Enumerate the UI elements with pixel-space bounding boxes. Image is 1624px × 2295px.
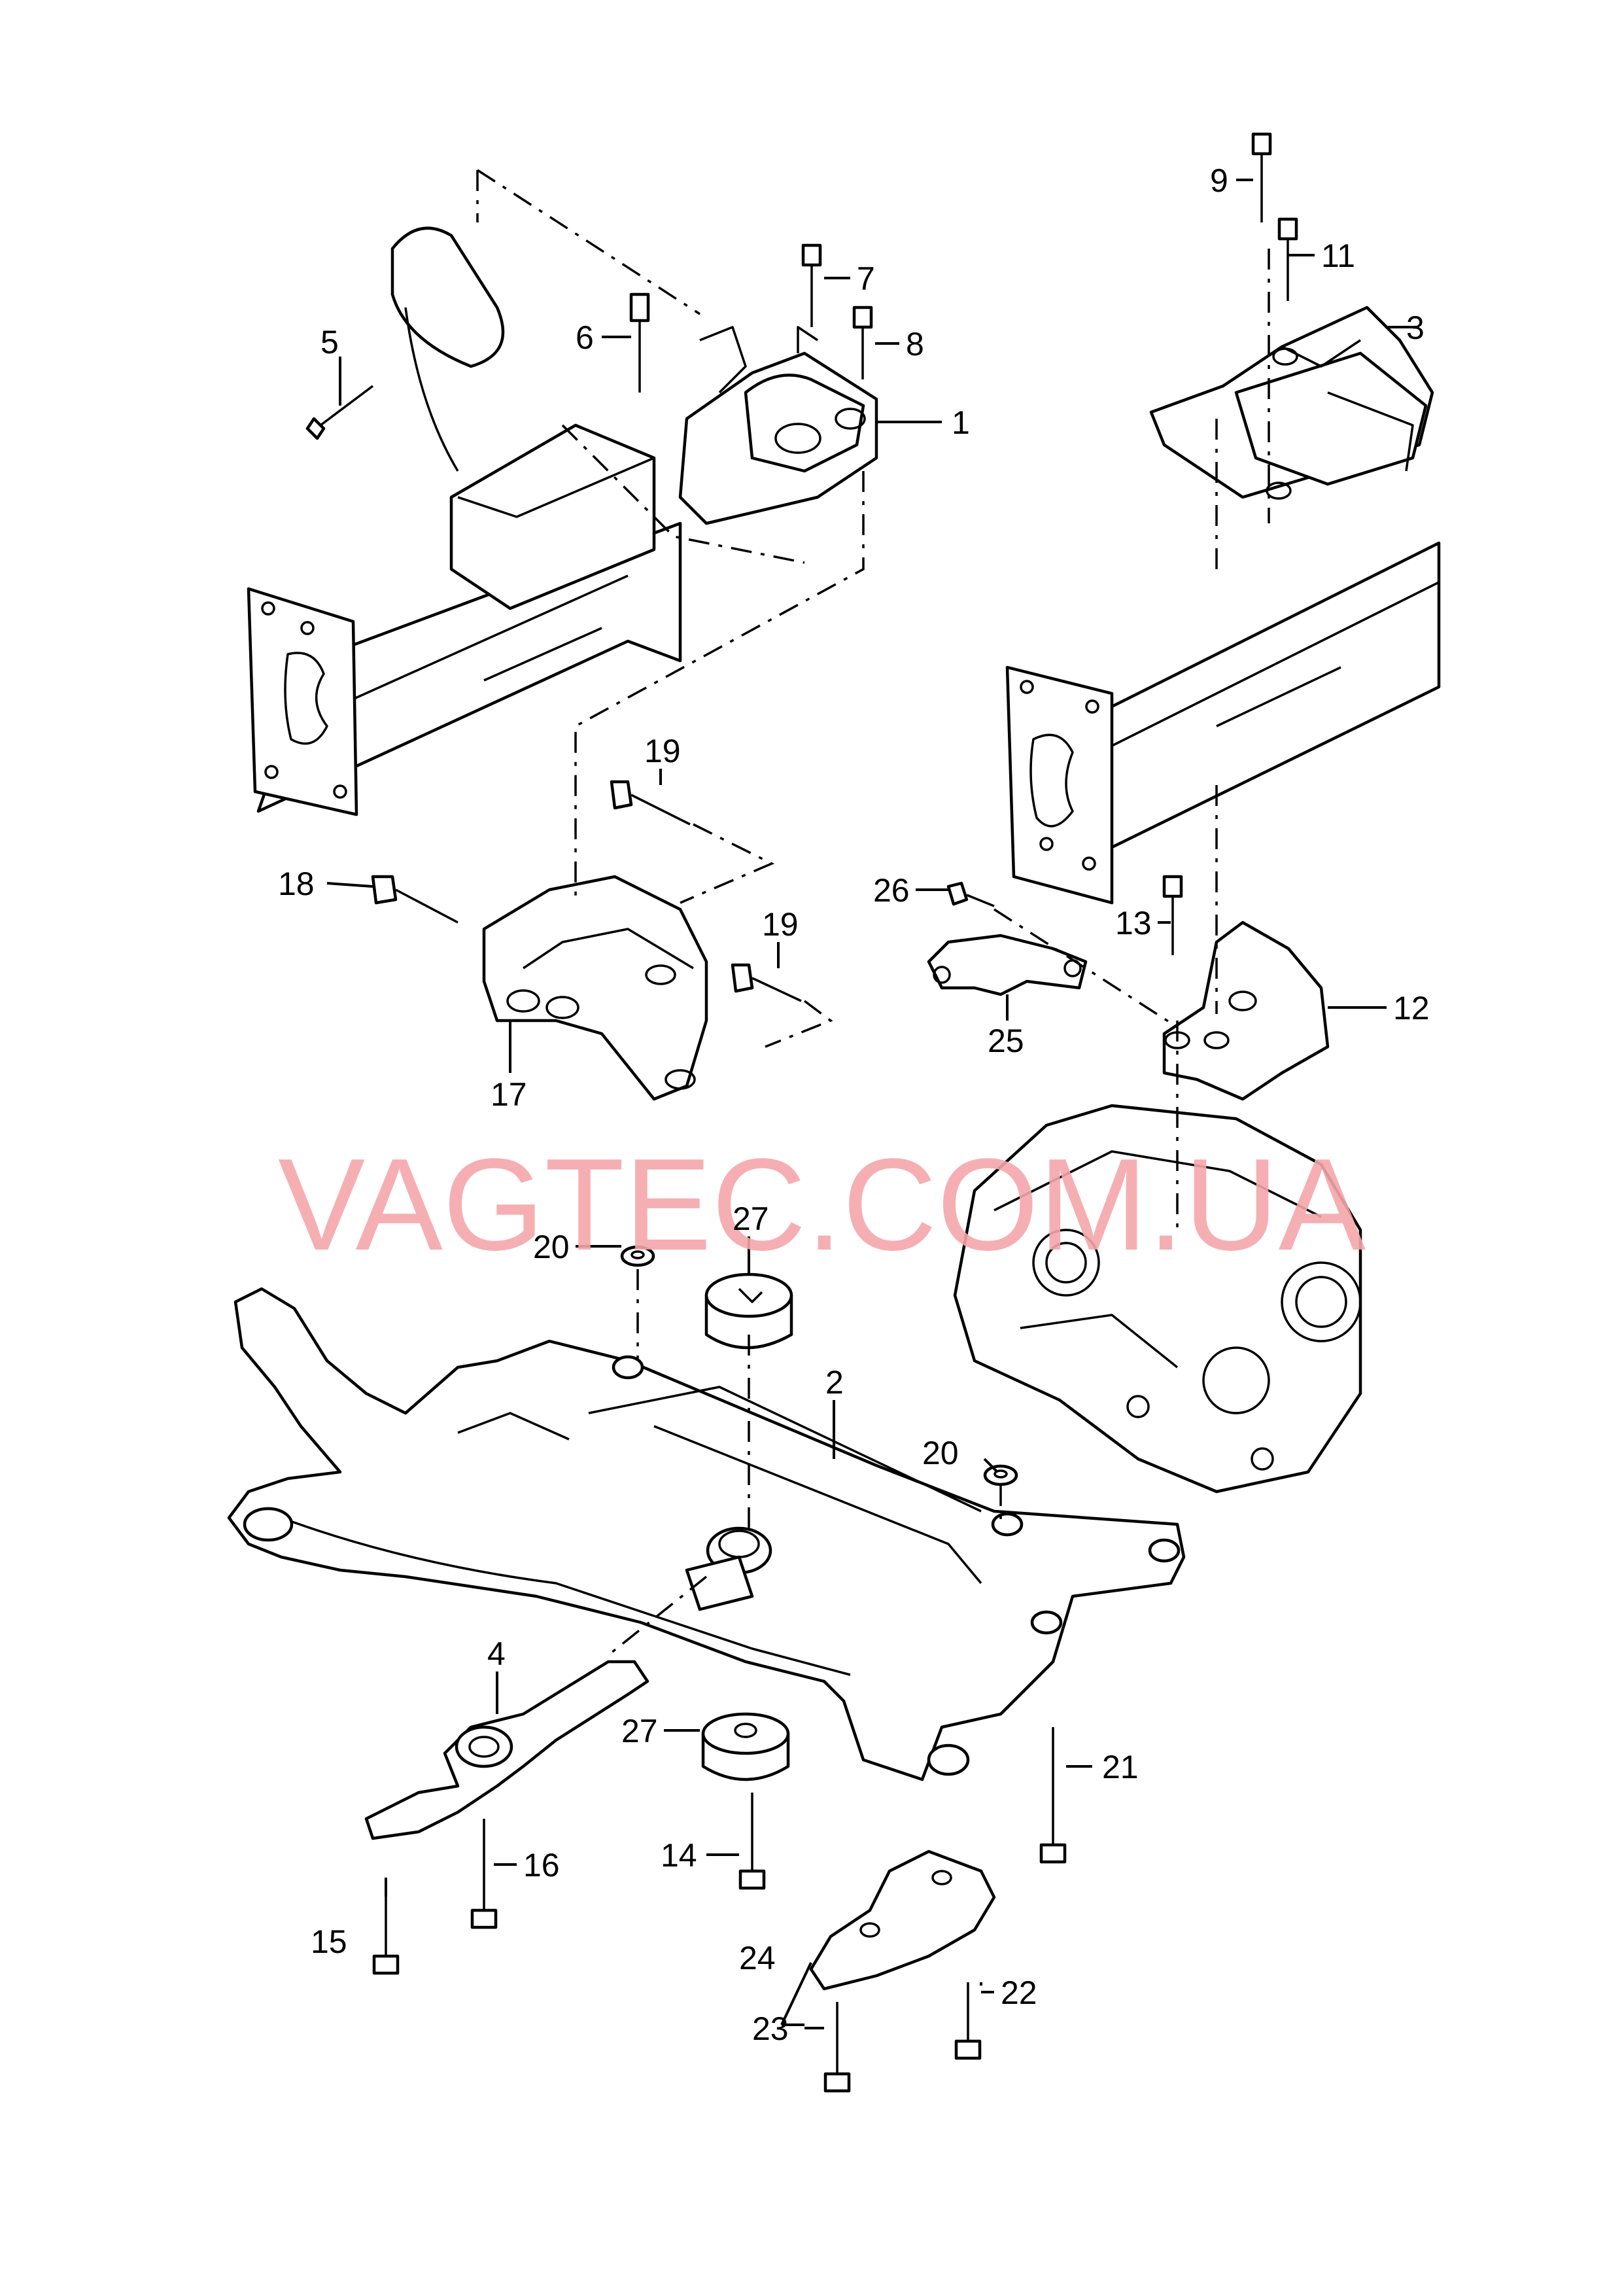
callout-16: 16 xyxy=(523,1847,560,1883)
callout-27-upper: 27 xyxy=(733,1200,769,1237)
callout-7: 7 xyxy=(857,260,875,297)
gearbox-mount-12 xyxy=(1162,920,1330,1101)
engine-mount-1 xyxy=(678,326,878,525)
callout-9: 9 xyxy=(1210,162,1228,199)
callout-14: 14 xyxy=(661,1837,697,1874)
callout-3: 3 xyxy=(1406,309,1425,346)
gearbox-housing xyxy=(953,1104,1362,1494)
callout-20-left: 20 xyxy=(533,1229,570,1265)
support-24 xyxy=(809,1849,996,1991)
callout-25: 25 xyxy=(988,1023,1024,1059)
callout-26: 26 xyxy=(873,872,910,909)
callout-20-right: 20 xyxy=(922,1435,959,1471)
subframe-2 xyxy=(227,1287,1186,1781)
callout-1: 1 xyxy=(952,404,970,441)
callout-15: 15 xyxy=(311,1923,347,1960)
callout-17: 17 xyxy=(491,1076,527,1113)
left-side-member xyxy=(247,226,682,816)
callout-18: 18 xyxy=(278,866,315,902)
callout-27-lower: 27 xyxy=(621,1713,658,1749)
callout-13: 13 xyxy=(1115,905,1152,941)
bracket-25 xyxy=(927,934,1088,996)
callout-23: 23 xyxy=(752,2010,789,2047)
bushing-27-upper xyxy=(704,1272,793,1350)
pendulum-support-17 xyxy=(482,875,708,1101)
bushing-27-lower xyxy=(701,1712,790,1781)
callout-8: 8 xyxy=(906,326,924,362)
washers-20 xyxy=(620,1245,1018,1486)
callout-19-lower: 19 xyxy=(762,906,799,943)
torque-rod-4 xyxy=(364,1660,649,1840)
callout-leaders xyxy=(326,179,1419,2029)
callout-2: 2 xyxy=(825,1364,844,1401)
callout-11: 11 xyxy=(1321,237,1355,274)
assembly-lines xyxy=(476,169,1270,1656)
callout-4: 4 xyxy=(487,1636,506,1672)
right-side-member xyxy=(1005,541,1441,905)
callout-6: 6 xyxy=(576,319,594,356)
callout-5: 5 xyxy=(320,324,339,360)
bolts xyxy=(305,132,1298,2093)
callout-24: 24 xyxy=(739,1940,776,1976)
callout-12: 12 xyxy=(1393,990,1430,1026)
callout-22: 22 xyxy=(1001,1974,1037,2011)
callout-labels: 1 2 3 4 5 6 7 8 9 11 12 13 14 15 16 17 1… xyxy=(278,162,1430,2047)
gearbox-mount-3 xyxy=(1149,306,1434,500)
callout-21: 21 xyxy=(1102,1749,1139,1785)
callout-19-upper: 19 xyxy=(644,733,681,769)
watermark-text: VAGTEC.COM.UA xyxy=(278,1132,1366,1278)
